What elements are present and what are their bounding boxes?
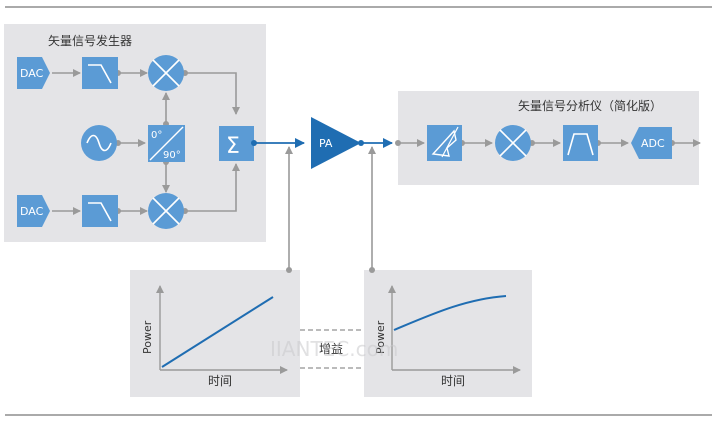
generator-wires xyxy=(52,69,240,215)
bandpass-filter-icon xyxy=(567,133,594,156)
dac-top-label: DAC xyxy=(20,67,44,80)
right-plot: Power 时间 xyxy=(374,285,521,388)
analyzer-title: 矢量信号分析仪（简化版） xyxy=(518,99,662,113)
mixer-top xyxy=(148,55,184,91)
linear-power-curve xyxy=(161,296,274,368)
adc-block: ADC xyxy=(631,127,672,159)
oscillator xyxy=(81,125,117,161)
summer-block: Σ xyxy=(219,126,254,161)
adc-label: ADC xyxy=(641,137,665,150)
phase-0-label: 0° xyxy=(151,130,162,141)
dac-top-block: DAC xyxy=(17,57,50,89)
tap-dot-right xyxy=(369,267,375,273)
measurement-taps xyxy=(285,146,376,270)
lowpass-filter-icon xyxy=(88,202,112,222)
generator-title: 矢量信号发生器 xyxy=(48,33,132,48)
lowpass-filter-bottom xyxy=(82,195,118,227)
mixer-cross-icon xyxy=(152,197,180,225)
dac-bottom-block: DAC xyxy=(17,195,50,227)
watermark: IIANTEC.com xyxy=(270,337,398,361)
mixer-analyzer xyxy=(495,125,531,161)
mixer-cross-icon xyxy=(152,59,180,87)
mixer-cross-icon xyxy=(499,129,527,157)
attenuator-block xyxy=(427,125,462,161)
power-amplifier: PA xyxy=(311,117,361,169)
sine-wave-icon xyxy=(86,134,112,152)
compressed-power-curve xyxy=(393,295,507,331)
right-plot-xlabel: 时间 xyxy=(441,374,465,388)
phase-shifter: 0° 90° xyxy=(148,125,185,162)
variable-attenuator-icon xyxy=(431,129,457,157)
right-plot-ylabel: Power xyxy=(374,320,387,354)
gain-connectors xyxy=(300,329,364,369)
left-plot-ylabel: Power xyxy=(141,320,154,354)
lowpass-filter-icon xyxy=(88,64,112,84)
left-plot-xlabel: 时间 xyxy=(208,374,232,388)
phase-90-label: 90° xyxy=(163,150,181,161)
dac-bottom-label: DAC xyxy=(20,205,44,218)
tap-dot-left xyxy=(286,267,292,273)
left-plot: Power 时间 xyxy=(141,285,288,388)
gain-label: 增益 xyxy=(319,342,343,356)
pa-label: PA xyxy=(319,137,333,150)
bandpass-filter xyxy=(563,125,598,161)
mixer-bottom xyxy=(148,193,184,229)
lowpass-filter-top xyxy=(82,57,118,89)
sum-symbol: Σ xyxy=(226,134,240,159)
